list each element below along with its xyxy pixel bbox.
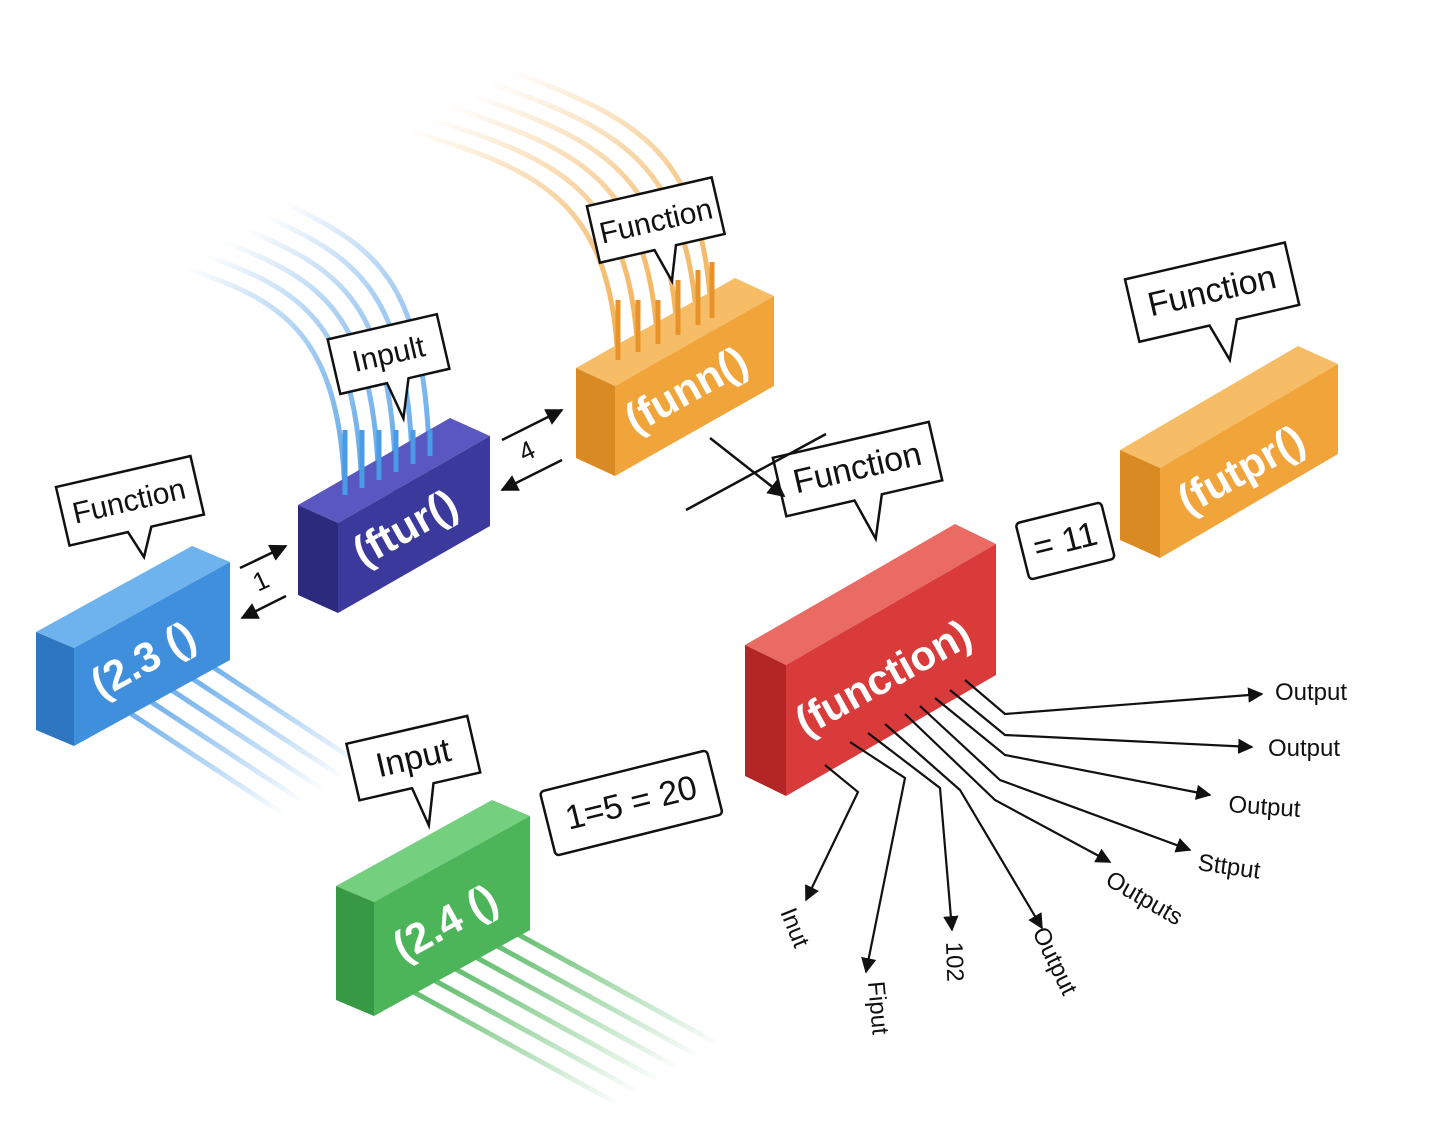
output-label-3: Output (1228, 791, 1302, 823)
block-orange2-side (1120, 450, 1160, 558)
block-orange2: (futpr() (1120, 346, 1338, 558)
block-orange2-top (1120, 346, 1338, 468)
block-red-front (786, 544, 996, 796)
callout-orange2: Function (1123, 241, 1301, 364)
orange-input-prongs (615, 262, 715, 360)
block-orange2-front (1160, 364, 1338, 558)
callout-indigo: Inpult (326, 312, 451, 423)
blue-input-stream (182, 200, 433, 498)
equation-red-orange2: = 11 (1015, 501, 1116, 581)
green-output-stream (407, 927, 723, 1108)
block-red-side (745, 645, 786, 796)
block-orange-side (576, 368, 615, 476)
callout-red: Function (771, 420, 944, 543)
bottom-output-label-3: 102 (940, 941, 968, 982)
block-blue-side (36, 632, 74, 746)
block-green-top (336, 800, 530, 902)
connector-blue-indigo-label: 1 (248, 564, 274, 597)
output-arrow-5 (904, 713, 1112, 863)
connector-indigo-orange-arrow-right (501, 408, 564, 442)
connector-indigo-orange-arrow-left (500, 458, 563, 492)
block-blue-front (74, 562, 230, 746)
bottom-output-label-4: Output (1027, 923, 1083, 1000)
block-indigo-side (298, 505, 338, 613)
connector-blue-indigo-arrow-left (240, 594, 287, 620)
block-green: (2.4 () (336, 800, 530, 1016)
output-label-4: Sttput (1196, 849, 1262, 885)
blue-output-stream (107, 649, 368, 818)
block-green-side (336, 886, 374, 1016)
connector-indigo-orange-label: 4 (514, 434, 540, 467)
block-blue-top (36, 546, 230, 648)
output-arrow-1 (964, 679, 1264, 716)
block-indigo-front (338, 436, 490, 613)
connector-blue-indigo (239, 544, 288, 620)
output-arrow-7 (867, 732, 959, 932)
block-green-front (374, 816, 530, 1016)
connector-orange-red-line (685, 432, 827, 512)
connector-blue-indigo-arrow-right (239, 544, 288, 570)
block-orange-top (576, 278, 774, 386)
callout-orange: Function (585, 175, 727, 285)
output-arrow-8 (849, 741, 907, 974)
block-orange: (funn() (576, 278, 774, 476)
block-red: (function) (745, 524, 996, 796)
output-label-1: Output (1275, 679, 1347, 706)
output-label-2: Output (1268, 735, 1340, 762)
indigo-input-prongs (342, 430, 433, 495)
bottom-output-label-1: Inut (774, 904, 814, 952)
equation-green: 1=5 = 20 (539, 749, 724, 857)
connector-orange-red (685, 432, 827, 512)
connector-indigo-orange (500, 408, 564, 492)
callout-blue: Function (54, 454, 206, 561)
red-output-arrows (805, 679, 1264, 974)
output-arrow-3 (934, 697, 1212, 800)
block-red-top (745, 524, 996, 665)
callout-green: Input (344, 714, 482, 831)
output-arrow-2 (949, 689, 1254, 755)
block-orange-front (615, 296, 774, 476)
output-arrow-4 (919, 705, 1192, 853)
output-label-5: Outputs (1101, 866, 1187, 931)
bottom-output-label-2: Fiput (862, 980, 894, 1036)
output-arrow-9 (805, 764, 860, 902)
output-arrow-6 (884, 723, 1043, 930)
connector-orange-red-arrow (709, 437, 786, 498)
